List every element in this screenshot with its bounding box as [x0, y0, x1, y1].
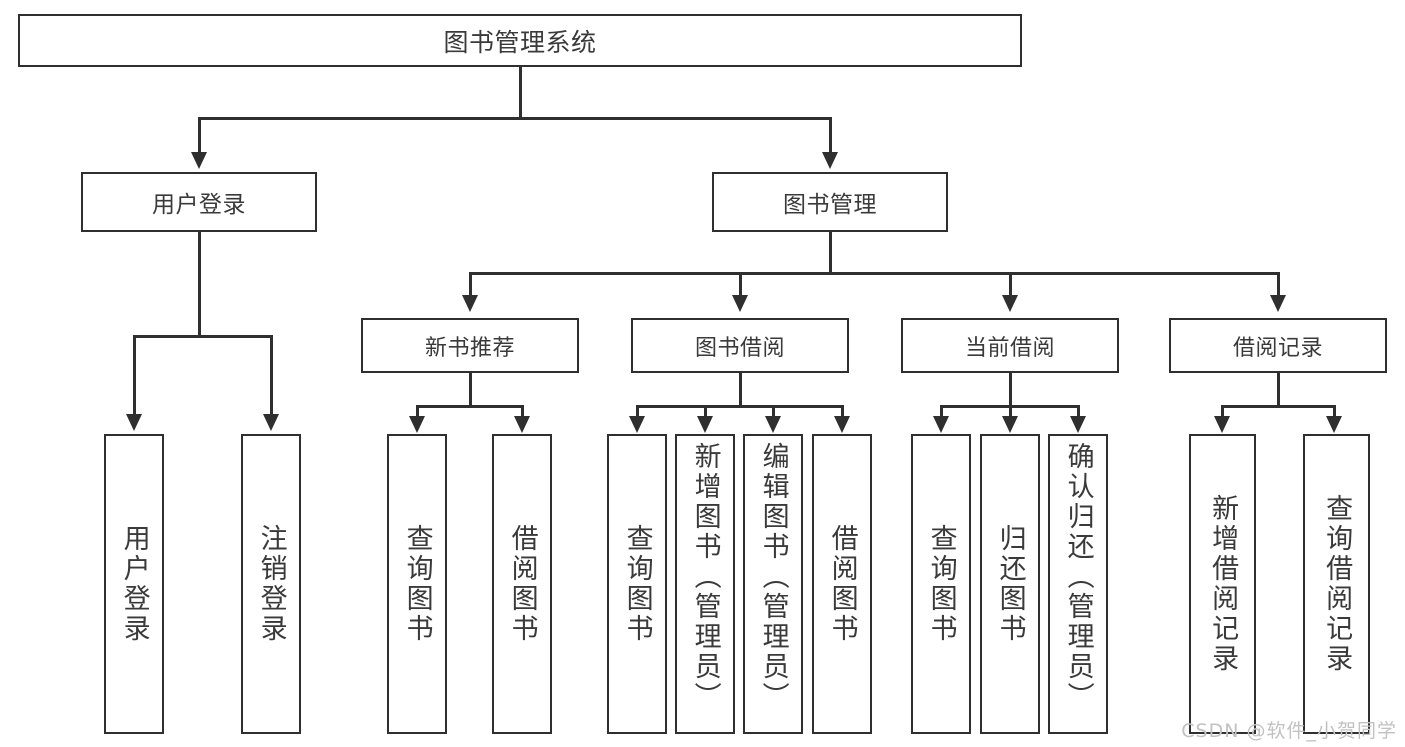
leaf-add-borrow-record[interactable]: 新增借阅记录 [1189, 434, 1256, 734]
leaf-search-book-recommend[interactable]: 查询图书 [387, 434, 447, 734]
edge-to-book-borrow [739, 272, 742, 298]
edge-borrow-record-leaf2 [1333, 405, 1336, 419]
arrow-user-login-leaf1 [126, 414, 142, 431]
node-label: 用户登录 [152, 192, 246, 218]
edge-user-login-stem [198, 232, 201, 337]
edge-to-new-book [469, 272, 472, 298]
edge-book-borrow-leaf3 [772, 405, 775, 419]
edge-current-borrow-leaf3 [1077, 405, 1080, 419]
node-label: 注销登录 [255, 524, 287, 644]
arrow-to-new-book [462, 295, 478, 312]
edge-root-stem [519, 67, 522, 119]
edge-borrow-record-stem [1277, 373, 1280, 407]
leaf-search-book-borrow[interactable]: 查询图书 [607, 434, 667, 734]
edge-current-borrow-leaf2 [1009, 405, 1012, 419]
leaf-search-borrow-record[interactable]: 查询借阅记录 [1303, 434, 1370, 734]
edge-book-borrow-bus [636, 405, 844, 408]
node-label: 查询借阅记录 [1321, 494, 1353, 674]
leaf-borrow-book[interactable]: 借阅图书 [812, 434, 872, 734]
leaf-edit-book-admin[interactable]: 编辑图书（管理员） [743, 434, 803, 734]
edge-to-current-borrow [1009, 272, 1012, 298]
csdn-watermark: CSDN @软件_小贺同学 [1181, 720, 1397, 742]
edge-root-bus [198, 117, 831, 120]
edge-root-to-book-manage [829, 117, 832, 155]
node-current-borrow[interactable]: 当前借阅 [901, 318, 1119, 373]
arrow-new-book-leaf1 [409, 416, 425, 433]
node-user-login[interactable]: 用户登录 [81, 172, 317, 232]
arrow-to-current-borrow [1002, 295, 1018, 312]
node-root-library-system[interactable]: 图书管理系统 [18, 14, 1022, 67]
node-new-book-recommend[interactable]: 新书推荐 [361, 318, 579, 373]
node-label: 查询图书 [925, 524, 957, 644]
node-borrow-record[interactable]: 借阅记录 [1169, 318, 1387, 373]
node-label: 图书借阅 [694, 335, 785, 361]
arrow-current-borrow-leaf3 [1070, 416, 1086, 433]
edge-root-to-user-login [198, 117, 201, 155]
node-label: 新增借阅记录 [1207, 494, 1239, 674]
node-label: 确认归还（管理员） [1062, 442, 1094, 712]
arrow-book-borrow-leaf4 [834, 416, 850, 433]
edge-book-manage-bus [469, 272, 1279, 275]
arrow-book-borrow-leaf3 [765, 416, 781, 433]
node-book-management[interactable]: 图书管理 [712, 172, 948, 232]
arrow-current-borrow-leaf2 [1002, 416, 1018, 433]
node-book-borrow[interactable]: 图书借阅 [631, 318, 849, 373]
edge-user-login-bus [133, 335, 272, 338]
node-label: 归还图书 [994, 524, 1026, 644]
leaf-confirm-return-admin[interactable]: 确认归还（管理员） [1048, 434, 1108, 734]
arrow-borrow-record-leaf1 [1214, 416, 1230, 433]
node-label: 编辑图书（管理员） [757, 442, 789, 712]
arrow-book-borrow-leaf2 [697, 416, 713, 433]
leaf-add-book-admin[interactable]: 新增图书（管理员） [675, 434, 735, 734]
edge-book-manage-stem [829, 232, 832, 274]
leaf-user-login[interactable]: 用户登录 [104, 434, 164, 734]
node-label: 查询图书 [621, 524, 653, 644]
node-label: 新书推荐 [424, 335, 515, 361]
node-label: 用户登录 [118, 524, 150, 644]
node-label: 当前借阅 [964, 335, 1055, 361]
edge-user-login-leaf2 [270, 335, 273, 417]
edge-book-borrow-leaf2 [704, 405, 707, 419]
node-label: 图书管理系统 [443, 27, 597, 57]
arrow-to-book-borrow [732, 295, 748, 312]
edge-user-login-leaf1 [133, 335, 136, 417]
leaf-logout[interactable]: 注销登录 [241, 434, 301, 734]
node-label: 借阅图书 [826, 524, 858, 644]
arrow-to-user-login [191, 152, 207, 169]
edge-new-book-leaf2 [521, 405, 524, 419]
node-label: 查询图书 [401, 524, 433, 644]
arrow-to-book-manage [822, 152, 838, 169]
node-label: 新增图书（管理员） [689, 442, 721, 712]
edge-new-book-leaf1 [416, 405, 419, 419]
arrow-to-borrow-record [1270, 295, 1286, 312]
edge-new-book-bus [416, 405, 524, 408]
leaf-borrow-book-recommend[interactable]: 借阅图书 [492, 434, 552, 734]
edge-book-borrow-leaf1 [636, 405, 639, 419]
edge-borrow-record-bus [1221, 405, 1335, 408]
edge-current-borrow-leaf1 [940, 405, 943, 419]
edge-to-borrow-record [1277, 272, 1280, 298]
arrow-new-book-leaf2 [514, 416, 530, 433]
arrow-user-login-leaf2 [263, 414, 279, 431]
arrow-book-borrow-leaf1 [629, 416, 645, 433]
edge-borrow-record-leaf1 [1221, 405, 1224, 419]
leaf-search-book-current[interactable]: 查询图书 [911, 434, 971, 734]
arrow-borrow-record-leaf2 [1326, 416, 1342, 433]
edge-new-book-stem [469, 373, 472, 407]
edge-current-borrow-stem [1009, 373, 1012, 407]
node-label: 图书管理 [783, 192, 877, 218]
node-label: 借阅图书 [506, 524, 538, 644]
leaf-return-book[interactable]: 归还图书 [980, 434, 1040, 734]
arrow-current-borrow-leaf1 [933, 416, 949, 433]
edge-book-borrow-leaf4 [841, 405, 844, 419]
edge-book-borrow-stem [739, 373, 742, 407]
node-label: 借阅记录 [1232, 335, 1323, 361]
